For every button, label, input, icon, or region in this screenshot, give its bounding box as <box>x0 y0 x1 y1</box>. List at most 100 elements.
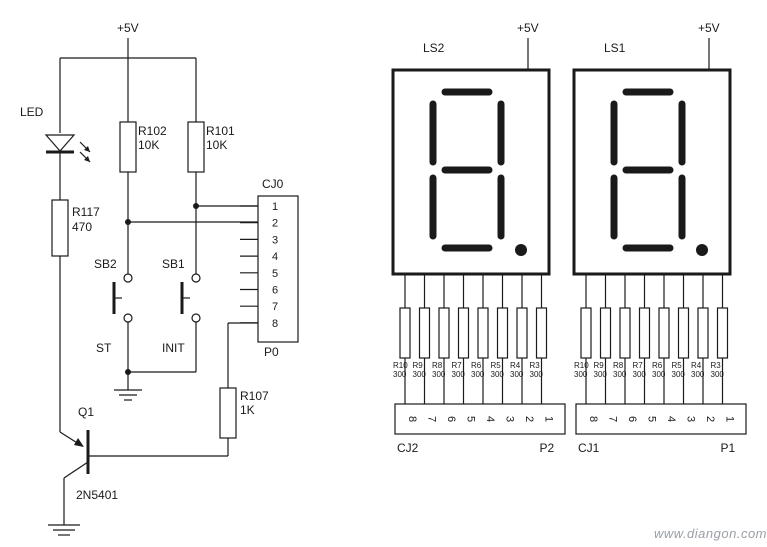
connector-pin-number: 2 <box>704 416 716 422</box>
r117-resistor <box>51 199 69 257</box>
display-name: LS2 <box>423 41 445 55</box>
vcc-label-ls2: +5V <box>517 21 539 35</box>
r101-value: 10K <box>206 138 227 152</box>
sb2-function: ST <box>96 341 112 355</box>
display-name: LS1 <box>604 41 626 55</box>
cj0-pin-number: 5 <box>272 268 278 280</box>
cj0-pin-number: 7 <box>272 301 278 313</box>
connector-pin-number: 8 <box>406 416 418 422</box>
segment-resistor <box>516 307 528 359</box>
resistor-name: R3 <box>711 361 722 370</box>
resistor-value: 300 <box>574 370 588 379</box>
resistor-value: 300 <box>613 370 627 379</box>
resistor-value: 300 <box>510 370 524 379</box>
segment-resistor <box>619 307 631 359</box>
resistor-value: 300 <box>530 370 544 379</box>
segment-resistor <box>580 307 592 359</box>
r102-resistor <box>119 121 137 173</box>
connector-pin-number: 1 <box>543 416 555 422</box>
cj0-pin-number: 8 <box>272 318 278 330</box>
resistor-name: R4 <box>691 361 702 370</box>
resistor-value: 300 <box>594 370 608 379</box>
segment-resistor <box>716 307 729 359</box>
resistor-name: R4 <box>510 361 521 370</box>
resistor-name: R9 <box>594 361 605 370</box>
display-ls2: +5VLS2R10300R9300R8300R7300R6300R5300R43… <box>391 21 566 455</box>
cj0-pin-number: 4 <box>272 251 278 263</box>
resistor-value: 300 <box>471 370 485 379</box>
connector-pin-number: 1 <box>724 416 736 422</box>
connector-pin-number: 5 <box>465 416 477 422</box>
r102-name: R102 <box>138 124 167 138</box>
segment-resistor <box>496 307 509 359</box>
connector-pin-number: 6 <box>445 416 457 422</box>
cj0-pin-number: 3 <box>272 234 278 246</box>
cj0-connector <box>257 195 299 343</box>
r117-value: 470 <box>72 220 92 234</box>
resistor-name: R10 <box>574 361 589 370</box>
r107-name: R107 <box>240 389 269 403</box>
q1-transistor <box>59 430 228 525</box>
resistor-name: R6 <box>471 361 482 370</box>
connector-pin-number: 3 <box>504 416 516 422</box>
connector-cj1 <box>575 403 747 435</box>
segment-resistor <box>697 307 709 359</box>
resistor-name: R8 <box>432 361 443 370</box>
resistor-name: R3 <box>530 361 541 370</box>
connector-label: CJ1 <box>578 441 600 455</box>
resistor-value: 300 <box>672 370 686 379</box>
cj0-pin-number: 2 <box>272 218 278 230</box>
p0-label: P0 <box>264 345 279 359</box>
sb2-pushbutton <box>112 273 133 323</box>
q1-label: Q1 <box>78 405 94 419</box>
cj0-pin-number: 6 <box>272 285 278 297</box>
control-circuit: +5V LED R117 470 Q1 2N5401 <box>20 21 299 536</box>
decimal-point <box>696 244 708 256</box>
ground-symbol-q1 <box>48 524 80 536</box>
r101-resistor <box>187 121 205 173</box>
resistor-name: R7 <box>633 361 644 370</box>
led-symbol <box>44 134 91 163</box>
connector-pin-number: 6 <box>626 416 638 422</box>
segment-resistor <box>438 307 450 359</box>
connector-pin-number: 7 <box>607 416 619 422</box>
resistor-name: R6 <box>652 361 663 370</box>
sb2-label: SB2 <box>94 257 117 271</box>
ground-symbol-switches <box>114 389 142 401</box>
resistor-name: R8 <box>613 361 624 370</box>
port-label: P1 <box>721 441 736 455</box>
resistor-name: R7 <box>452 361 463 370</box>
vcc-label-left: +5V <box>117 21 139 35</box>
r117-name: R117 <box>72 205 100 219</box>
connector-label: CJ2 <box>397 441 419 455</box>
resistor-value: 300 <box>633 370 647 379</box>
segment-resistor <box>677 307 690 359</box>
connector-pin-number: 7 <box>426 416 438 422</box>
resistor-name: R9 <box>413 361 424 370</box>
segment-resistor <box>418 307 431 359</box>
segment-resistor <box>477 307 489 359</box>
segment-resistor <box>457 307 470 359</box>
junction-dot <box>125 369 131 375</box>
resistor-name: R5 <box>672 361 683 370</box>
segment-resistor <box>399 307 411 359</box>
resistor-value: 300 <box>393 370 407 379</box>
resistor-name: R10 <box>393 361 408 370</box>
display-modules: +5VLS2R10300R9300R8300R7300R6300R5300R43… <box>391 21 747 455</box>
vcc-label-ls1: +5V <box>698 21 720 35</box>
cj0-label: CJ0 <box>262 177 284 191</box>
sb1-pushbutton <box>180 273 201 323</box>
connector-pin-number: 2 <box>523 416 535 422</box>
led-label: LED <box>20 105 44 119</box>
resistor-value: 300 <box>413 370 427 379</box>
connector-pin-number: 4 <box>665 416 677 422</box>
segment-resistor <box>599 307 612 359</box>
sb1-label: SB1 <box>162 257 185 271</box>
r107-resistor <box>219 387 237 439</box>
connector-cj2 <box>394 403 566 435</box>
resistor-value: 300 <box>452 370 466 379</box>
resistor-value: 300 <box>491 370 505 379</box>
r107-value: 1K <box>240 403 255 417</box>
